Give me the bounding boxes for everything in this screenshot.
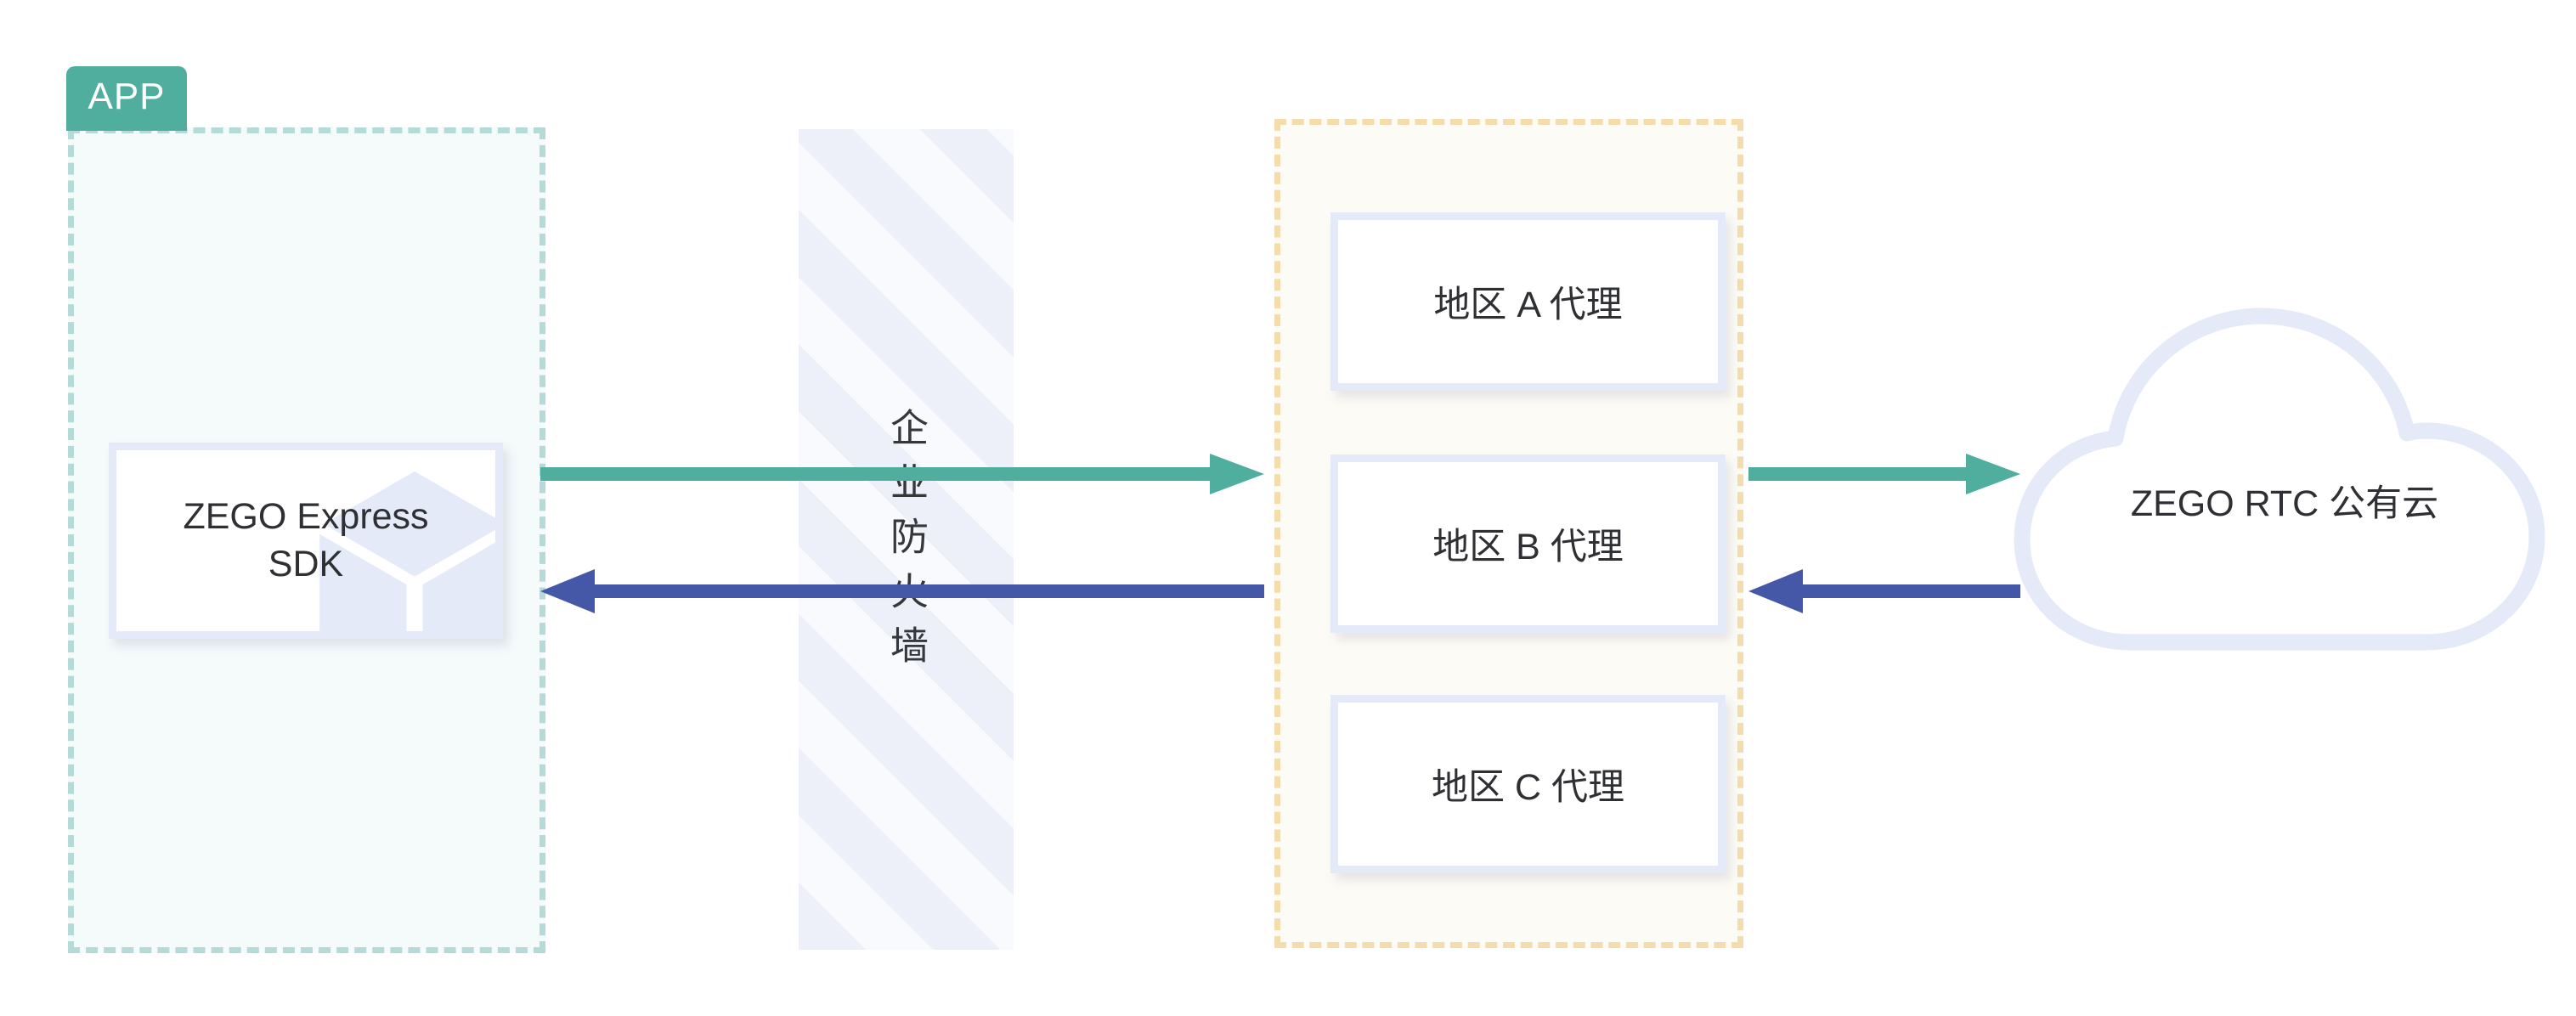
arrow-left-icon-downlink-proxy-to-sdk	[540, 566, 1264, 617]
cube-3d-icon	[314, 461, 495, 631]
cloud-label: ZEGO RTC 公有云	[2130, 483, 2439, 524]
proxy-card-region-b: 地区 B 代理	[1330, 454, 1726, 633]
sdk-label-line-2: SDK	[268, 543, 344, 584]
arrow-left-icon-downlink-cloud-to-proxy	[1748, 566, 2020, 617]
arrow-right-icon-uplink-proxy-to-cloud	[1748, 449, 2020, 500]
proxy-card-label: 地区 A 代理	[1433, 285, 1623, 325]
sdk-label-line-1: ZEGO Express	[183, 496, 429, 538]
enterprise-firewall-column: 企业防火墙	[799, 129, 1014, 950]
sdk-card-label: ZEGO Express SDK	[116, 450, 495, 631]
arrow-right-icon-uplink-sdk-to-proxy	[540, 449, 1264, 500]
proxy-card-label: 地区 B 代理	[1432, 527, 1624, 567]
zego-rtc-public-cloud: ZEGO RTC 公有云	[2007, 304, 2557, 652]
app-badge: APP	[66, 66, 187, 131]
proxy-card-label: 地区 C 代理	[1432, 767, 1624, 808]
proxy-card-region-c: 地区 C 代理	[1330, 695, 1726, 873]
proxy-card-region-a: 地区 A 代理	[1330, 212, 1726, 391]
firewall-label: 企业防火墙	[884, 408, 928, 680]
zego-express-sdk-card: ZEGO Express SDK	[109, 443, 503, 639]
cloud-icon	[2007, 304, 2557, 652]
app-badge-label: APP	[88, 76, 166, 117]
